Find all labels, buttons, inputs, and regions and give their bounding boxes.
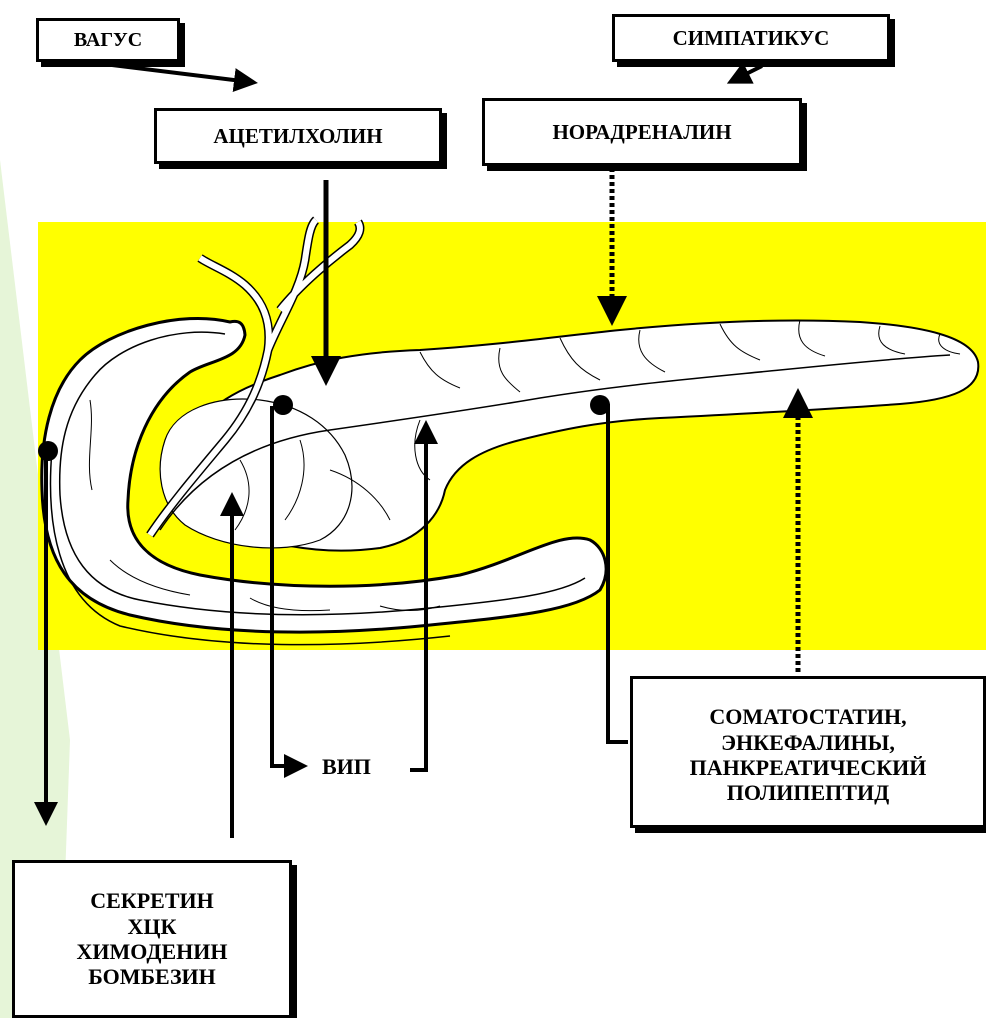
somatostatin-line-2: ЭНКЕФАЛИНЫ, xyxy=(690,730,927,755)
noradrenaline-label: НОРАДРЕНАЛИН xyxy=(552,120,731,144)
vagus-label: ВАГУС xyxy=(74,29,142,52)
noradrenaline-box: НОРАДРЕНАЛИН xyxy=(482,98,802,166)
secretin-line-1: СЕКРЕТИН xyxy=(77,888,228,913)
sympathicus-box: СИМПАТИКУС xyxy=(612,14,890,62)
acetylcholine-box: АЦЕТИЛХОЛИН xyxy=(154,108,442,164)
secretin-line-3: ХИМОДЕНИН xyxy=(77,939,228,964)
vagus-arrow xyxy=(104,64,250,82)
secretin-line-2: ХЦК xyxy=(77,914,228,939)
vagus-box: ВАГУС xyxy=(36,18,180,62)
secretin-line-4: БОМБЕЗИН xyxy=(77,964,228,989)
duodenum-dot xyxy=(38,441,58,461)
sympathicus-label: СИМПАТИКУС xyxy=(673,26,830,50)
acetylcholine-label: АЦЕТИЛХОЛИН xyxy=(213,124,382,148)
somatostatin-line-3: ПАНКРЕАТИЧЕСКИЙ xyxy=(690,755,927,780)
sympathicus-arrow xyxy=(734,66,762,80)
body-dot xyxy=(590,395,610,415)
head-dot xyxy=(273,395,293,415)
vip-label: ВИП xyxy=(322,754,371,780)
somatostatin-line-4: ПОЛИПЕПТИД xyxy=(690,780,927,805)
somatostatin-line-1: СОМАТОСТАТИН, xyxy=(690,704,927,729)
secretin-box: СЕКРЕТИН ХЦК ХИМОДЕНИН БОМБЕЗИН xyxy=(12,860,292,1018)
somatostatin-box: СОМАТОСТАТИН, ЭНКЕФАЛИНЫ, ПАНКРЕАТИЧЕСКИ… xyxy=(630,676,986,828)
